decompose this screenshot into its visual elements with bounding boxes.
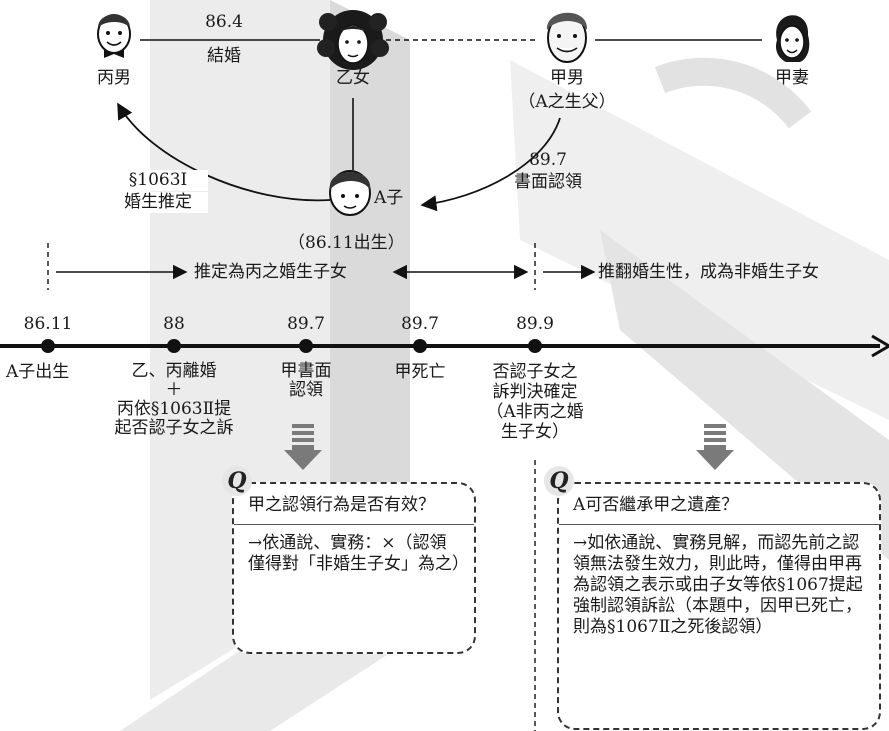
- presume-label: 婚生推定: [108, 192, 208, 213]
- timeline-event: 乙、丙離婚 ＋ 丙依§1063Ⅱ提 起否認子女之訴: [114, 361, 234, 438]
- timeline-dot: [299, 339, 313, 353]
- jia-label: 甲男: [550, 68, 584, 88]
- child-a-icon: [329, 170, 371, 216]
- status-presumed: 推定為丙之婚生子女: [194, 262, 347, 282]
- marriage-label: 結婚: [207, 46, 241, 66]
- acknowledge-arrow: [420, 117, 561, 212]
- timeline-dot: [528, 339, 542, 353]
- question-text: A可否繼承甲之遺產？: [559, 484, 879, 525]
- timeline-event: A子出生: [6, 362, 70, 382]
- jia-man-icon: [546, 12, 588, 63]
- timeline-date: 89.9: [516, 314, 554, 334]
- bing-man-icon: [97, 14, 131, 58]
- marriage-date: 86.4: [205, 12, 243, 32]
- timeline-event: 否認子女之 訴判決確定 （A非丙之婚 生子女）: [486, 362, 584, 442]
- yi-woman-icon: [317, 10, 389, 70]
- acknowledge-date: 89.7: [529, 150, 567, 170]
- timeline-date: 89.7: [287, 314, 325, 334]
- presume-law: §1063Ⅰ: [108, 170, 208, 191]
- answer-text: →依通說、實務：×（認領僅得對「非婚生子女」為之）: [248, 533, 469, 574]
- yi-label: 乙女: [336, 68, 370, 88]
- timeline-dot: [413, 339, 427, 353]
- down-arrow-2: [696, 424, 734, 470]
- question-badge-icon: Q: [222, 466, 252, 496]
- timeline-date: 89.7: [401, 314, 439, 334]
- question-badge-icon: Q: [544, 466, 574, 496]
- jia-note: （A之生父）: [518, 92, 616, 112]
- timeline-event: 甲書面 認領: [280, 361, 332, 400]
- child-label: A子: [374, 188, 404, 208]
- jia-wife-icon: [776, 15, 810, 62]
- down-arrow-1: [284, 424, 322, 470]
- timeline-date: 86.11: [23, 314, 73, 334]
- acknowledge-label: 書面認領: [514, 172, 582, 192]
- jia-wife-label: 甲妻: [775, 68, 809, 88]
- timeline-dots: [41, 339, 542, 353]
- timeline-dot: [167, 339, 181, 353]
- question-box-1: 甲之認領行為是否有效？ →依通說、實務：×（認領僅得對「非婚生子女」為之）: [232, 482, 476, 654]
- question-box-2: A可否繼承甲之遺產？ →如依通說、實務見解，而認先前之認領無法發生效力，則此時，…: [557, 482, 881, 730]
- status-overturned: 推翻婚生性，成為非婚生子女: [598, 262, 819, 282]
- answer-text: →如依通說、實務見解，而認先前之認領無法發生效力，則此時，僅得由甲再為認領之表示…: [573, 533, 863, 637]
- bing-label: 丙男: [97, 68, 131, 88]
- timeline-dot: [41, 339, 55, 353]
- timeline-event: 甲死亡: [394, 362, 446, 382]
- child-birth: （86.11出生）: [288, 233, 405, 253]
- timeline-date: 88: [163, 314, 185, 334]
- question-text: 甲之認領行為是否有效？: [234, 484, 474, 525]
